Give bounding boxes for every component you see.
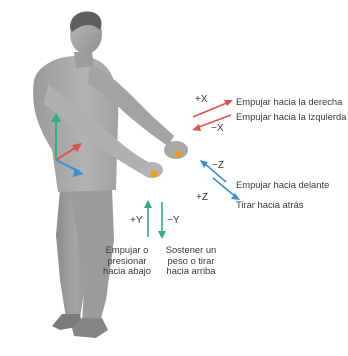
minus-y-arrow [158,202,166,239]
push-forward-text: Empujar hacia delante [236,180,329,189]
minus-y-label: −Y [167,216,180,226]
plus-z-label: +Z [196,193,208,203]
push-down-text: Empujar o presionar hacia abajo [102,245,152,277]
push-left-text: Empujar hacia la izquierda [236,112,346,121]
minus-z-label: −Z [212,161,224,171]
hold-weight-text: Sostener un peso o tirar hacia arriba [160,245,222,277]
hand-contact-marker-upper [175,151,182,158]
minus-x-label: −X [211,124,224,134]
plus-x-label: +X [195,95,208,105]
plus-y-arrow [144,200,152,237]
pull-back-text: Tirar hacia atrás [236,200,303,209]
push-right-text: Empujar hacia la derecha [236,97,342,106]
hand-contact-marker-lower [151,171,158,178]
human-figure [33,12,188,338]
plus-y-label: +Y [130,216,143,226]
neck [74,52,94,68]
